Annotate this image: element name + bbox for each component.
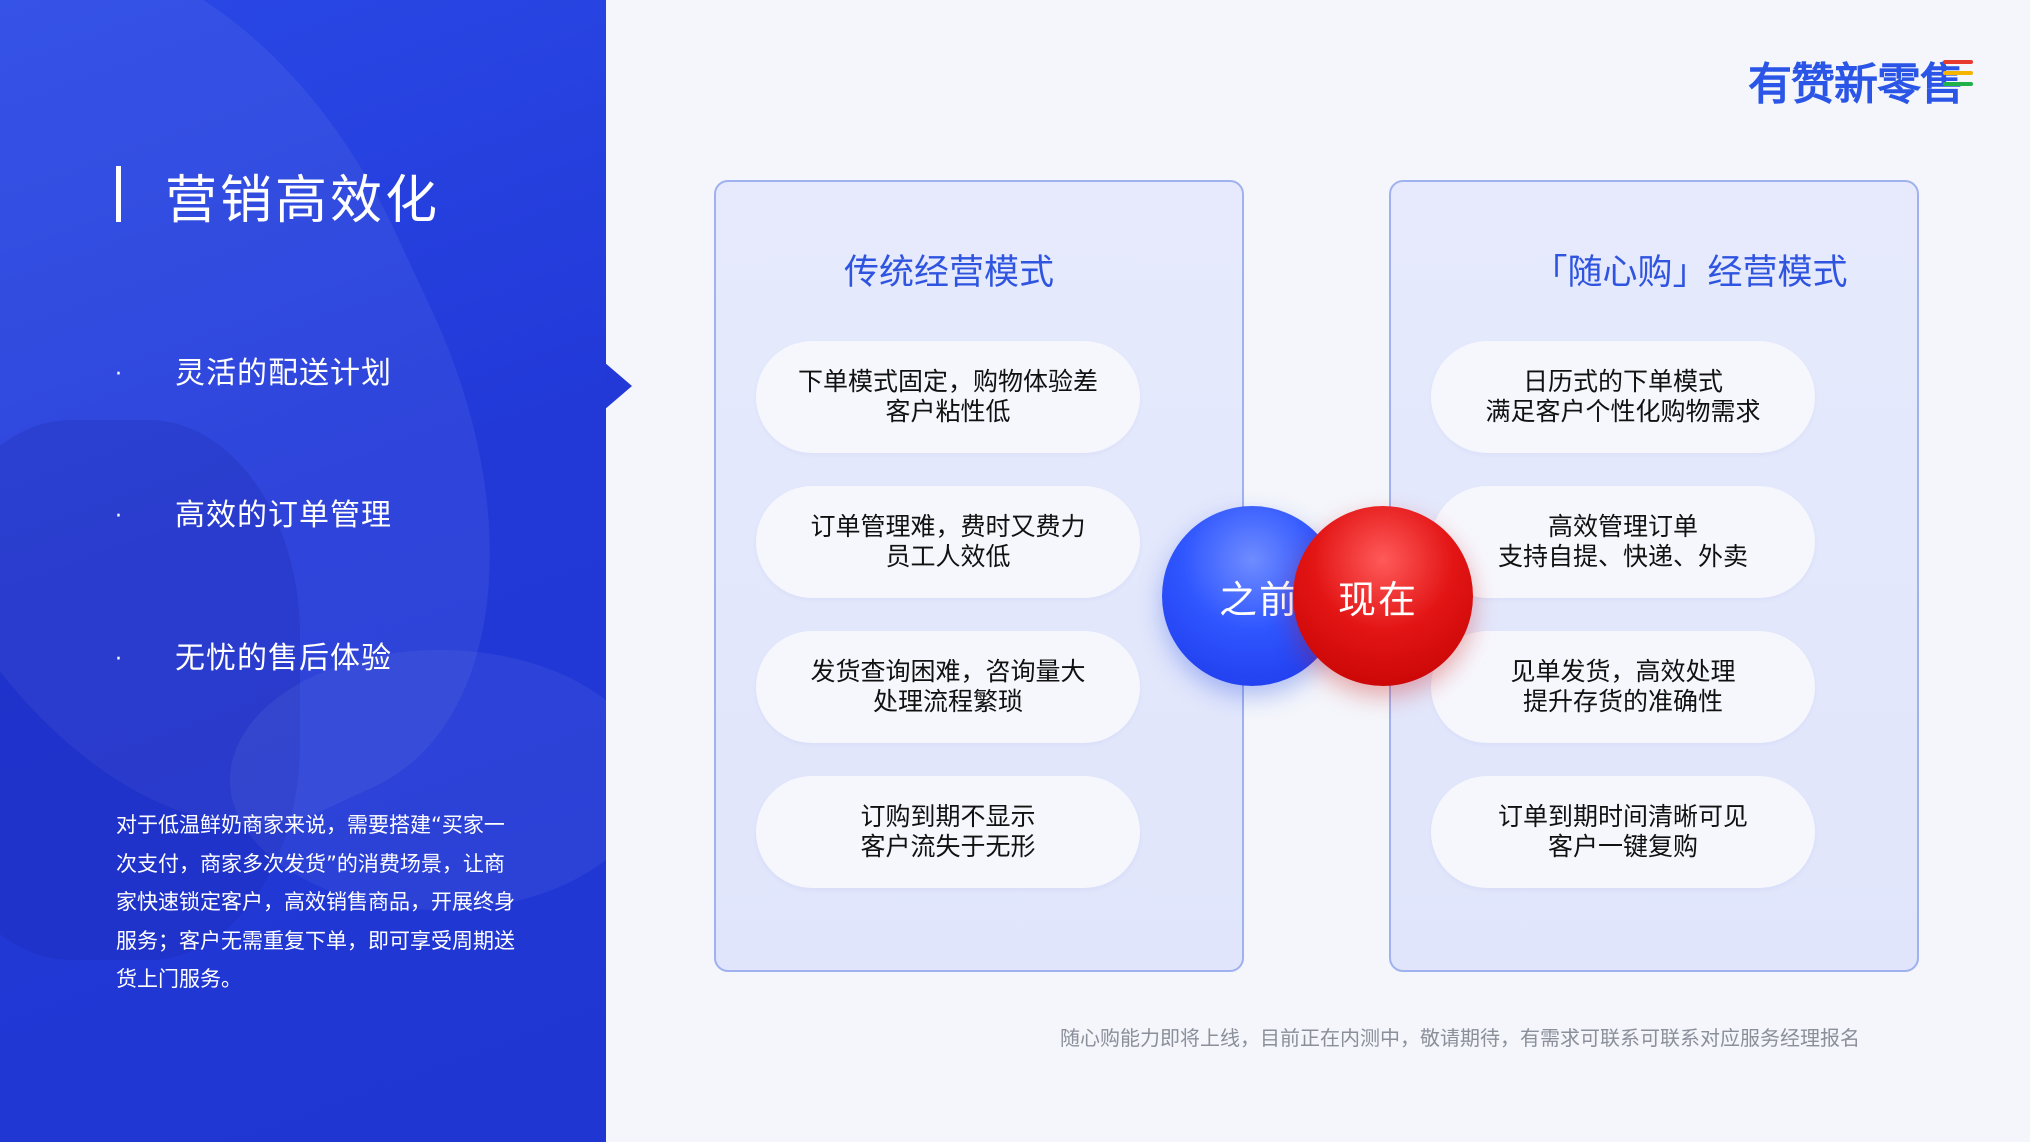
bullet-item: · 灵活的配送计划 [115, 348, 392, 392]
logo-line [1943, 60, 1973, 64]
feature-pill: 订单管理难，费时又费力 员工人效低 [756, 486, 1140, 598]
feature-pill: 订购到期不显示 客户流失于无形 [756, 776, 1140, 888]
panel-pointer-arrow [604, 362, 632, 410]
card-title: 传统经营模式 [843, 253, 1054, 293]
bullet-text: 无忧的售后体验 [175, 641, 392, 676]
pill-line: 处理流程繁琐 [872, 687, 1023, 716]
feature-pill: 订单到期时间清晰可见 客户一键复购 [1431, 776, 1815, 888]
pill-line: 下单模式固定，购物体验差 [797, 367, 1098, 396]
pill-line: 员工人效低 [885, 542, 1011, 571]
pill-line: 订单管理难，费时又费力 [810, 512, 1086, 541]
feature-pill: 下单模式固定，购物体验差 客户粘性低 [756, 341, 1140, 453]
bullet-dot: · [115, 647, 122, 672]
pill-line: 满足客户个性化购物需求 [1485, 397, 1761, 426]
pill-line: 订单到期时间清晰可见 [1497, 802, 1748, 831]
pill-line: 订购到期不显示 [860, 802, 1036, 831]
now-label: 现在 [1337, 577, 1418, 622]
pill-line: 客户流失于无形 [860, 832, 1036, 861]
bullet-text: 灵活的配送计划 [175, 356, 392, 391]
logo-line [1943, 82, 1973, 86]
feature-pill: 高效管理订单 支持自提、快递、外卖 [1431, 486, 1815, 598]
bullet-item: · 无忧的售后体验 [115, 633, 392, 677]
feature-pill: 见单发货，高效处理 提升存货的准确性 [1431, 631, 1815, 743]
left-panel: 营销高效化 · 灵活的配送计划 · 高效的订单管理 · 无忧的售后体验 对于低温鲜奶商… [0, 0, 606, 1142]
pill-line: 客户粘性低 [885, 397, 1011, 426]
card-title: 「随心购」经营模式 [1532, 253, 1848, 293]
bullet-dot: · [115, 504, 122, 529]
traditional-mode-card: 传统经营模式 下单模式固定，购物体验差 客户粘性低 订单管理难，费时又费力 员工… [714, 180, 1244, 972]
feature-pill: 日历式的下单模式 满足客户个性化购物需求 [1431, 341, 1815, 453]
new-mode-card: 「随心购」经营模式 日历式的下单模式 满足客户个性化购物需求 高效管理订单 支持… [1389, 180, 1919, 972]
logo-color-lines [1943, 60, 1973, 93]
now-circle: 现在 [1293, 506, 1473, 686]
title-accent-bar [116, 166, 121, 222]
pill-line: 日历式的下单模式 [1522, 367, 1723, 396]
background-decoration [230, 650, 606, 910]
pill-line: 支持自提、快递、外卖 [1497, 542, 1748, 571]
description-text: 对于低温鲜奶商家来说，需要搭建“买家一次支付，商家多次发货”的消费场景，让商家快… [116, 813, 515, 991]
brand-logo: 有赞新零售 [1748, 59, 1964, 110]
pill-line: 提升存货的准确性 [1522, 687, 1723, 716]
background-decoration [0, 420, 300, 960]
section-title: 营销高效化 [165, 171, 441, 231]
bullet-item: · 高效的订单管理 [115, 490, 392, 534]
pill-line: 高效管理订单 [1547, 512, 1698, 541]
before-label: 之前 [1218, 577, 1299, 622]
pill-line: 客户一键复购 [1547, 832, 1698, 861]
feature-pill: 发货查询困难，咨询量大 处理流程繁琐 [756, 631, 1140, 743]
pill-line: 发货查询困难，咨询量大 [810, 657, 1086, 686]
footnote-text: 随心购能力即将上线，目前正在内测中，敬请期待，有需求可联系可联系对应服务经理报名 [1060, 1026, 1860, 1050]
logo-line [1943, 71, 1973, 75]
pill-line: 见单发货，高效处理 [1510, 657, 1736, 686]
bullet-dot: · [115, 362, 122, 387]
bullet-text: 高效的订单管理 [175, 498, 392, 533]
